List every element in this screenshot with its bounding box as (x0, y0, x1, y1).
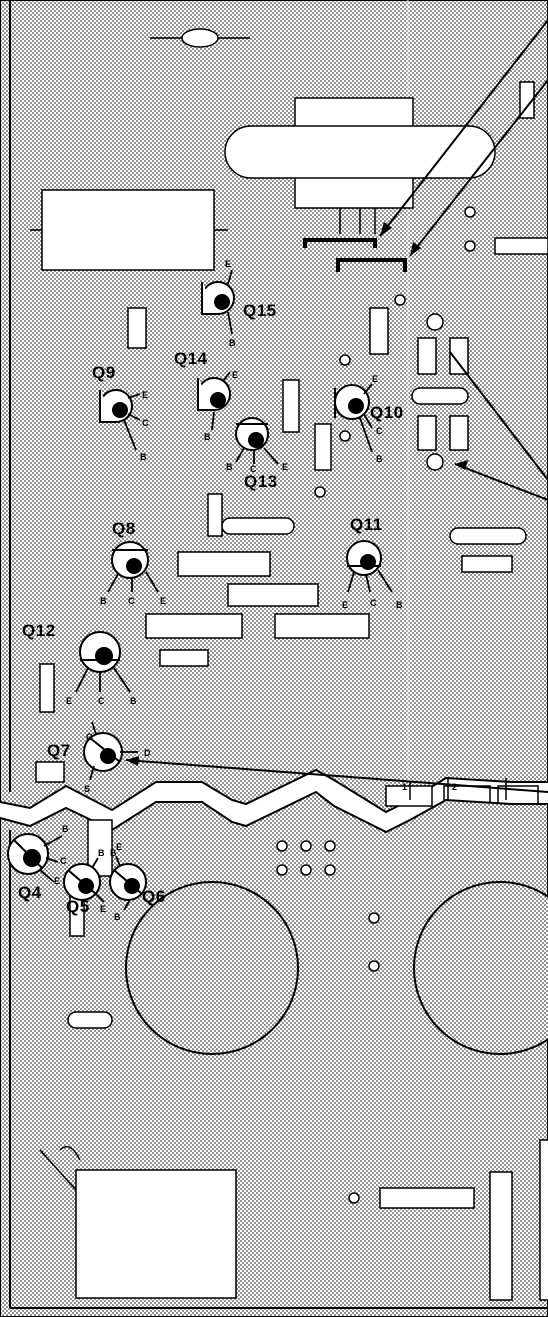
pin-q4-b: B (62, 824, 69, 834)
pin-q9-e: E (142, 390, 148, 400)
transistor-labels: Q15 E B Q14 E B Q9 E C B Q13 B C E Q10 E… (18, 259, 457, 922)
q13-body (235, 417, 269, 451)
connector-pin-2: 2 (452, 782, 457, 792)
q15-body (201, 281, 235, 315)
large-circle-left (125, 881, 299, 1055)
pin-q7-g: G (86, 732, 93, 742)
pin-q10-c: C (376, 426, 383, 436)
label-q6: Q6 (142, 887, 166, 906)
label-q12: Q12 (22, 621, 56, 640)
transformer (224, 97, 496, 234)
pin-q13-c: C (250, 464, 257, 474)
label-q14: Q14 (174, 349, 208, 368)
label-q8: Q8 (112, 519, 136, 538)
capacitor-top (150, 28, 250, 48)
q6-body (109, 863, 147, 901)
label-q15: Q15 (243, 301, 277, 320)
pin-q13-b: B (226, 462, 233, 472)
pin-q11-b: B (396, 600, 403, 610)
resistors (35, 81, 548, 807)
q11-body (346, 540, 382, 576)
label-q11: Q11 (350, 515, 383, 534)
pin-q7-d: D (144, 748, 151, 758)
q4-body (7, 833, 49, 875)
label-q10: Q10 (370, 403, 404, 422)
label-q9: Q9 (92, 363, 116, 382)
pin-q11-c: C (370, 598, 377, 608)
q5-body (63, 863, 101, 901)
pin-q6-b2: B (114, 912, 121, 922)
pin-q12-c: C (98, 696, 105, 706)
label-q4: Q4 (18, 883, 42, 902)
pin-q9-b: B (140, 452, 147, 462)
pin-q14-b: B (204, 432, 211, 442)
relay-block (30, 189, 228, 271)
pin-q11-e: E (342, 600, 348, 610)
pin-q10-b: B (376, 454, 383, 464)
pin-q10-e: E (372, 374, 378, 384)
pin-q12-b: B (130, 696, 137, 706)
pin-q7-s: S (84, 784, 90, 794)
pin-q12-e: E (66, 696, 72, 706)
label-q7: Q7 (47, 741, 71, 760)
pin-q6-b: B (110, 848, 117, 858)
large-circle-right (413, 881, 548, 1055)
pin-q4-e: E (54, 876, 60, 886)
q12-body (79, 631, 121, 673)
q14-body (197, 377, 231, 411)
connector-pin-1: 1 (402, 782, 407, 792)
pointer-lines (125, 19, 548, 793)
upper-board (0, 0, 548, 814)
pin-q15-e: E (225, 259, 231, 269)
pin-q14-e: E (232, 370, 238, 380)
pin-q8-c: C (128, 596, 135, 606)
lower-board (0, 790, 548, 1317)
pin-q4-c: C (60, 856, 67, 866)
pin-q9-c: C (142, 418, 149, 428)
q9-body (99, 389, 133, 423)
q10-body (334, 384, 370, 420)
pin-q6-e: E (116, 842, 122, 852)
q8-body (111, 541, 149, 579)
pin-q13-e: E (282, 462, 288, 472)
label-q13: Q13 (244, 472, 278, 491)
pin-q5-b: B (98, 848, 105, 858)
transistor-bodies (79, 281, 382, 772)
label-q5: Q5 (66, 897, 90, 916)
pin-q15-b: B (229, 338, 236, 348)
pin-q5-e: E (100, 904, 106, 914)
pin-q8-b: B (100, 596, 107, 606)
pin-q8-e: E (160, 596, 166, 606)
